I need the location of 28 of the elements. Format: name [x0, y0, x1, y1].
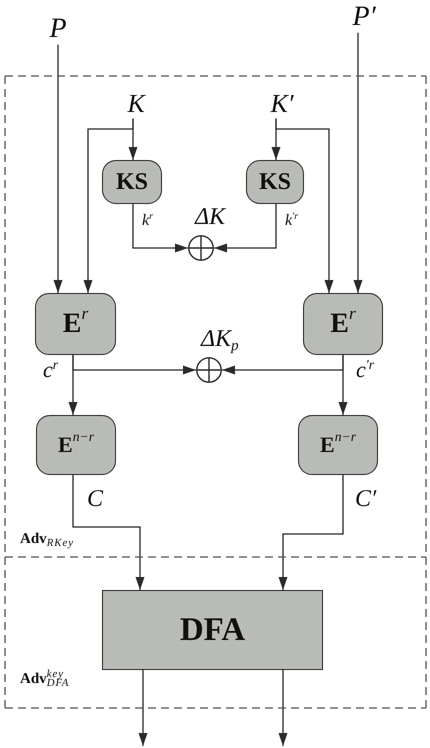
arrow	[214, 204, 277, 252]
arrow	[354, 32, 362, 293]
xor-icon	[196, 357, 222, 383]
arrow	[132, 204, 188, 252]
variable-label: P	[50, 14, 67, 45]
process-box: E$^{r}$	[303, 293, 383, 355]
arrow	[275, 118, 334, 293]
arrow	[68, 355, 78, 415]
process-box: E$^{n−r}$	[36, 415, 116, 475]
variable-label: K	[128, 90, 145, 119]
arrow	[138, 670, 148, 746]
process-box: DFA	[102, 590, 323, 670]
arrow	[54, 44, 62, 293]
symbol-label: ΔK	[195, 204, 226, 230]
arrow	[72, 475, 144, 590]
arrow	[84, 118, 134, 293]
arrow	[278, 670, 288, 746]
region-label: Adv$_{RKey}$	[20, 531, 74, 548]
arrow	[338, 355, 348, 415]
arrow	[278, 475, 344, 590]
process-box: E$^{r}$	[35, 293, 116, 355]
variable-label: P′	[352, 2, 376, 33]
process-box: KS	[102, 160, 162, 204]
symbol-label: ΔK$_{p}$	[201, 326, 239, 352]
variable-label: K′	[270, 90, 294, 119]
xor-icon	[188, 235, 214, 261]
process-box: E$^{n−r}$	[298, 415, 378, 475]
process-box: KS	[246, 160, 304, 204]
